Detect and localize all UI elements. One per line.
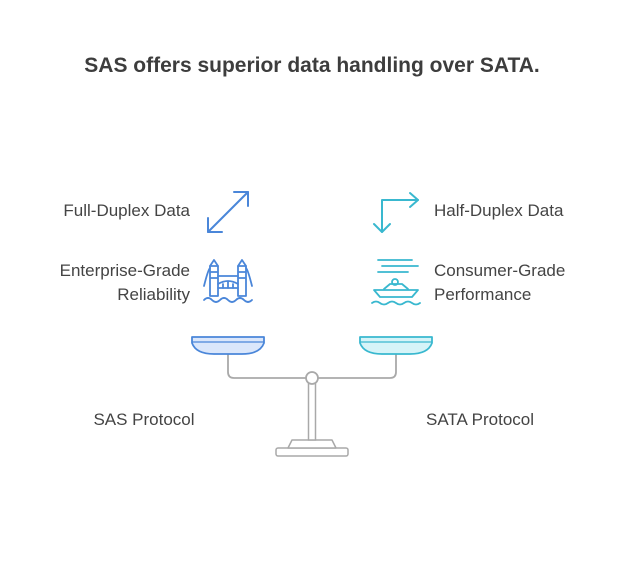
sata-protocol-label: SATA Protocol: [425, 410, 535, 429]
sas-scale-pan: [191, 336, 265, 355]
sas-feature-enterprise-line1: Enterprise-Grade: [59, 261, 190, 280]
turn-arrow-icon: [373, 192, 419, 233]
page-title: SAS offers superior data handling over S…: [84, 54, 540, 77]
sata-feature-consumer-line2: Performance: [434, 285, 532, 304]
sata-scale-pan: [359, 336, 433, 355]
scale-stand: [227, 354, 397, 457]
sas-feature-enterprise-line2: Reliability: [117, 285, 190, 304]
bridge-icon: [203, 259, 253, 303]
sata-feature-half-duplex: Half-Duplex Data: [434, 199, 614, 223]
sas-feature-enterprise: Enterprise-Grade Reliability: [20, 259, 190, 307]
sata-feature-consumer-line1: Consumer-Grade: [434, 261, 566, 280]
sas-feature-full-duplex: Full-Duplex Data: [20, 199, 190, 223]
sas-feature-full-duplex-text: Full-Duplex Data: [63, 201, 190, 220]
bidirectional-arrow-icon: [207, 191, 249, 233]
sata-feature-consumer: Consumer-Grade Performance: [434, 259, 614, 307]
sas-protocol-label: SAS Protocol: [93, 410, 195, 429]
sata-feature-half-duplex-text: Half-Duplex Data: [434, 201, 564, 220]
speedboat-icon: [371, 259, 421, 306]
